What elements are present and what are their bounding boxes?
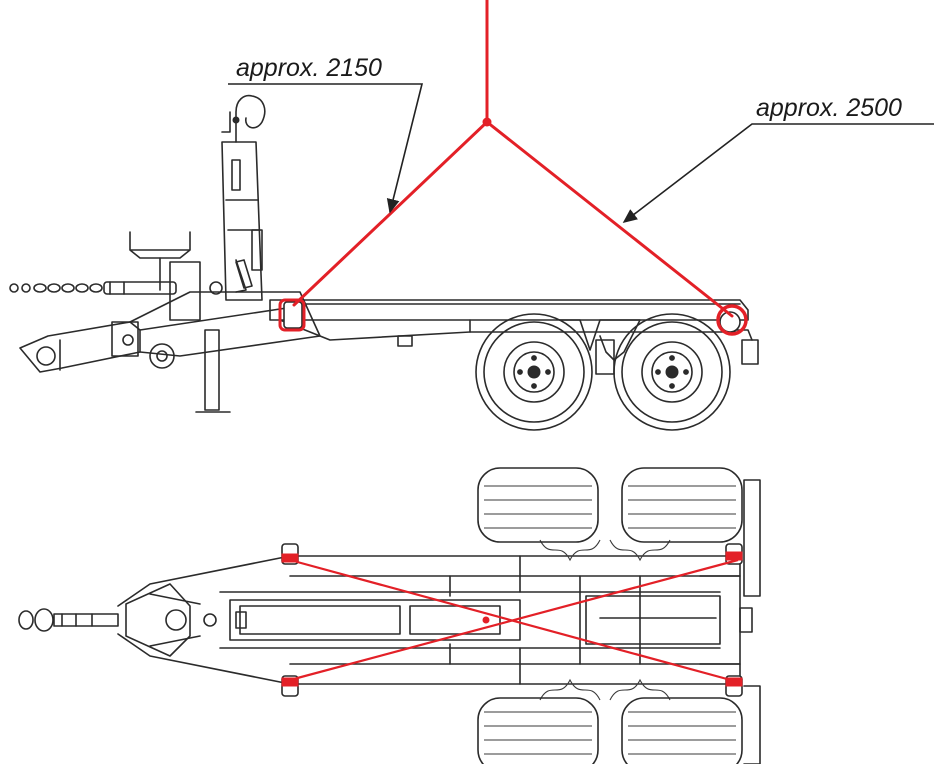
main-frame	[269, 299, 749, 347]
top-tow-eye	[18, 608, 119, 632]
trailer-side-view	[9, 94, 759, 431]
top-frame	[219, 555, 753, 685]
lifting-point-top-fr	[281, 677, 299, 687]
trailer-top-view	[18, 467, 761, 764]
safety-chain	[9, 281, 177, 295]
support-leg	[195, 329, 231, 413]
lifting-point-top-fl	[281, 553, 299, 563]
tow-eye	[19, 321, 141, 373]
side-wheel-front	[475, 313, 593, 431]
label-sling-long: approx. 2500	[756, 94, 902, 122]
top-wheel-right-rear	[621, 697, 743, 764]
lifting-point-top-rl	[725, 551, 743, 561]
lifting-point-rear	[716, 304, 748, 336]
dimension-annotations: approx. 2150 approx. 2500	[228, 54, 934, 223]
lifting-point-top-rr	[725, 677, 743, 687]
side-view-slings	[278, 0, 748, 336]
hook-arm	[221, 141, 263, 301]
lifting-point-front	[278, 298, 306, 332]
top-wheel-right-front	[477, 697, 599, 764]
label-sling-short: approx. 2150	[236, 54, 382, 82]
side-wheel-rear	[613, 313, 731, 431]
top-wheel-left-front	[477, 467, 599, 543]
top-view-slings	[281, 551, 743, 687]
top-wheel-left-rear	[621, 467, 743, 543]
hook-icon	[221, 94, 266, 143]
